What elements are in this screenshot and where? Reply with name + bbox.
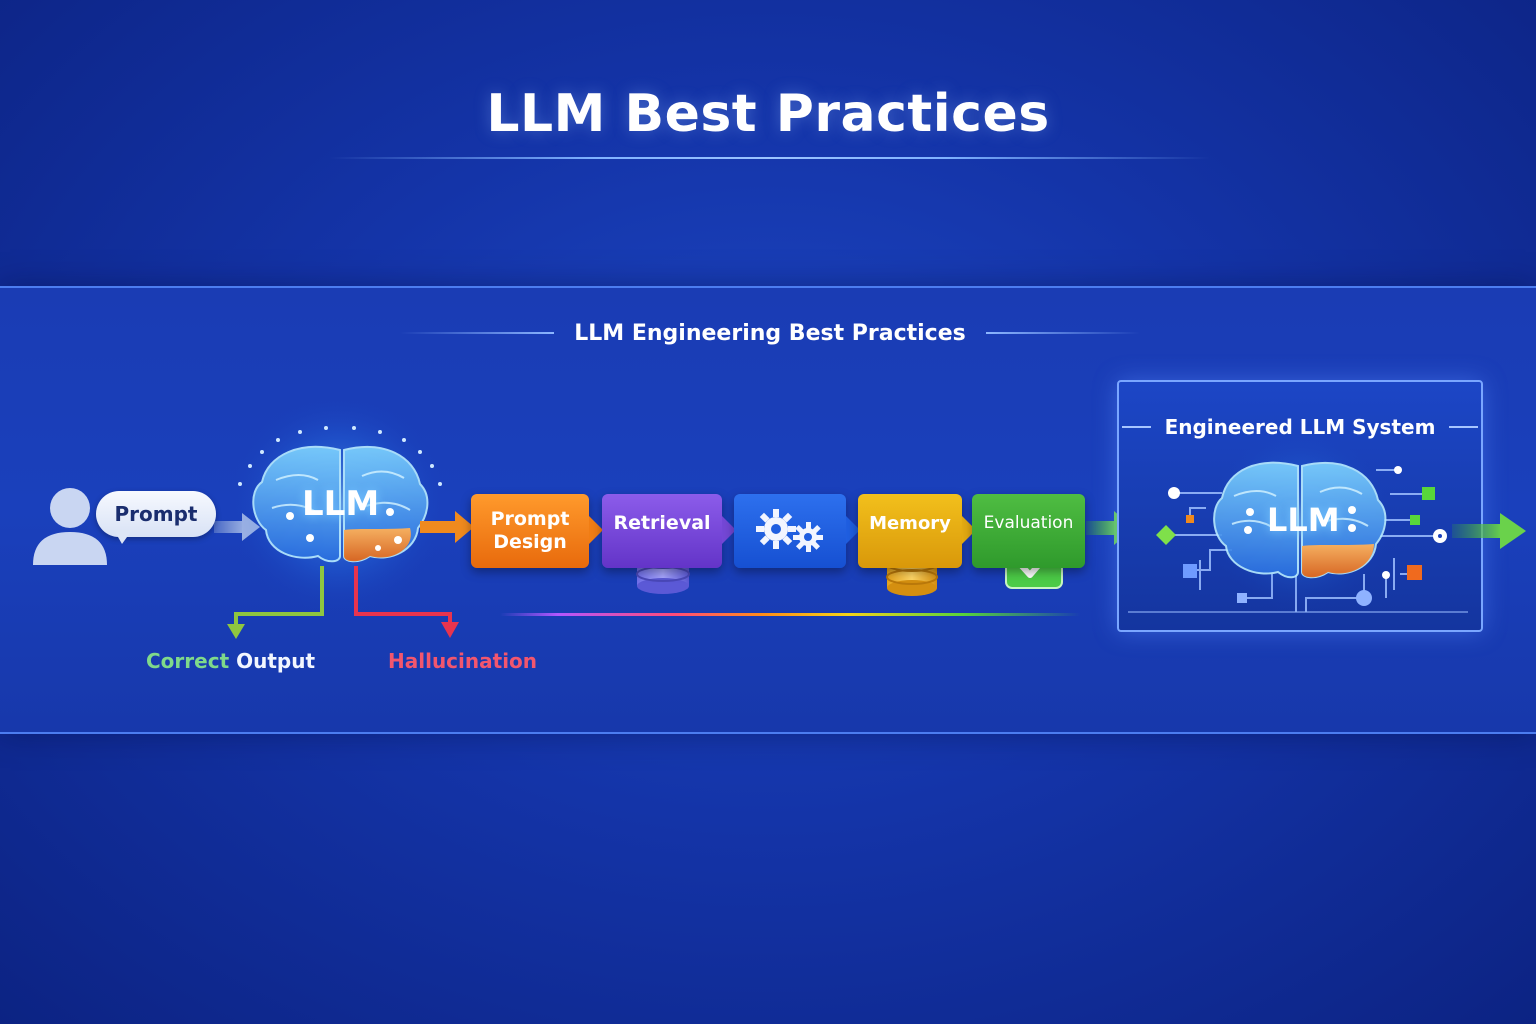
pipeline-step-prompt-design: Prompt Design xyxy=(471,494,603,568)
branch-correct xyxy=(227,566,324,639)
user-icon xyxy=(33,488,107,565)
correct-output-prefix: Correct xyxy=(146,649,230,673)
correct-output-label: Correct Output xyxy=(146,649,315,673)
prompt-bubble-tail xyxy=(114,530,132,544)
gears-icon xyxy=(756,509,823,552)
correct-output-suffix: Output xyxy=(229,649,316,673)
system-title-divider-left xyxy=(1122,426,1151,428)
pipeline-step-label: Prompt Design xyxy=(490,508,570,553)
subtitle-divider-right xyxy=(985,332,1140,334)
pipeline-step-memory: Memory xyxy=(858,494,976,568)
pipeline-underline xyxy=(500,613,1080,616)
pipeline-step-tools xyxy=(734,494,860,568)
circuit-brain-icon xyxy=(1128,428,1468,613)
subtitle-divider-left xyxy=(400,332,555,334)
prompt-bubble: Prompt xyxy=(96,491,216,537)
step-arrow xyxy=(589,516,603,544)
pipeline-step-evaluation: Evaluation xyxy=(972,494,1085,568)
step-arrow xyxy=(722,516,736,544)
system-title-divider-right xyxy=(1449,426,1478,428)
pipeline-step-label: Retrieval xyxy=(613,512,711,534)
branch-hallucination xyxy=(354,566,459,638)
brain-icon xyxy=(228,394,448,614)
pipeline-step-retrieval: Retrieval xyxy=(602,494,736,568)
hallucination-label: Hallucination xyxy=(388,649,538,673)
title-divider xyxy=(330,157,1210,159)
llm-label: LLM xyxy=(302,484,380,524)
pipeline-step-label: Evaluation xyxy=(983,513,1074,533)
system-llm-label: LLM xyxy=(1267,501,1340,539)
diagram-subtitle: LLM Engineering Best Practices xyxy=(574,320,966,346)
pipeline-step-label: Memory xyxy=(869,513,951,534)
page-title: LLM Best Practices xyxy=(486,84,1050,144)
diagram-subtitle-row: LLM Engineering Best Practices xyxy=(400,316,1140,350)
step-arrow xyxy=(846,516,860,544)
arrow-system-output xyxy=(1452,513,1526,549)
arrow-llm-to-pipeline xyxy=(420,511,474,543)
